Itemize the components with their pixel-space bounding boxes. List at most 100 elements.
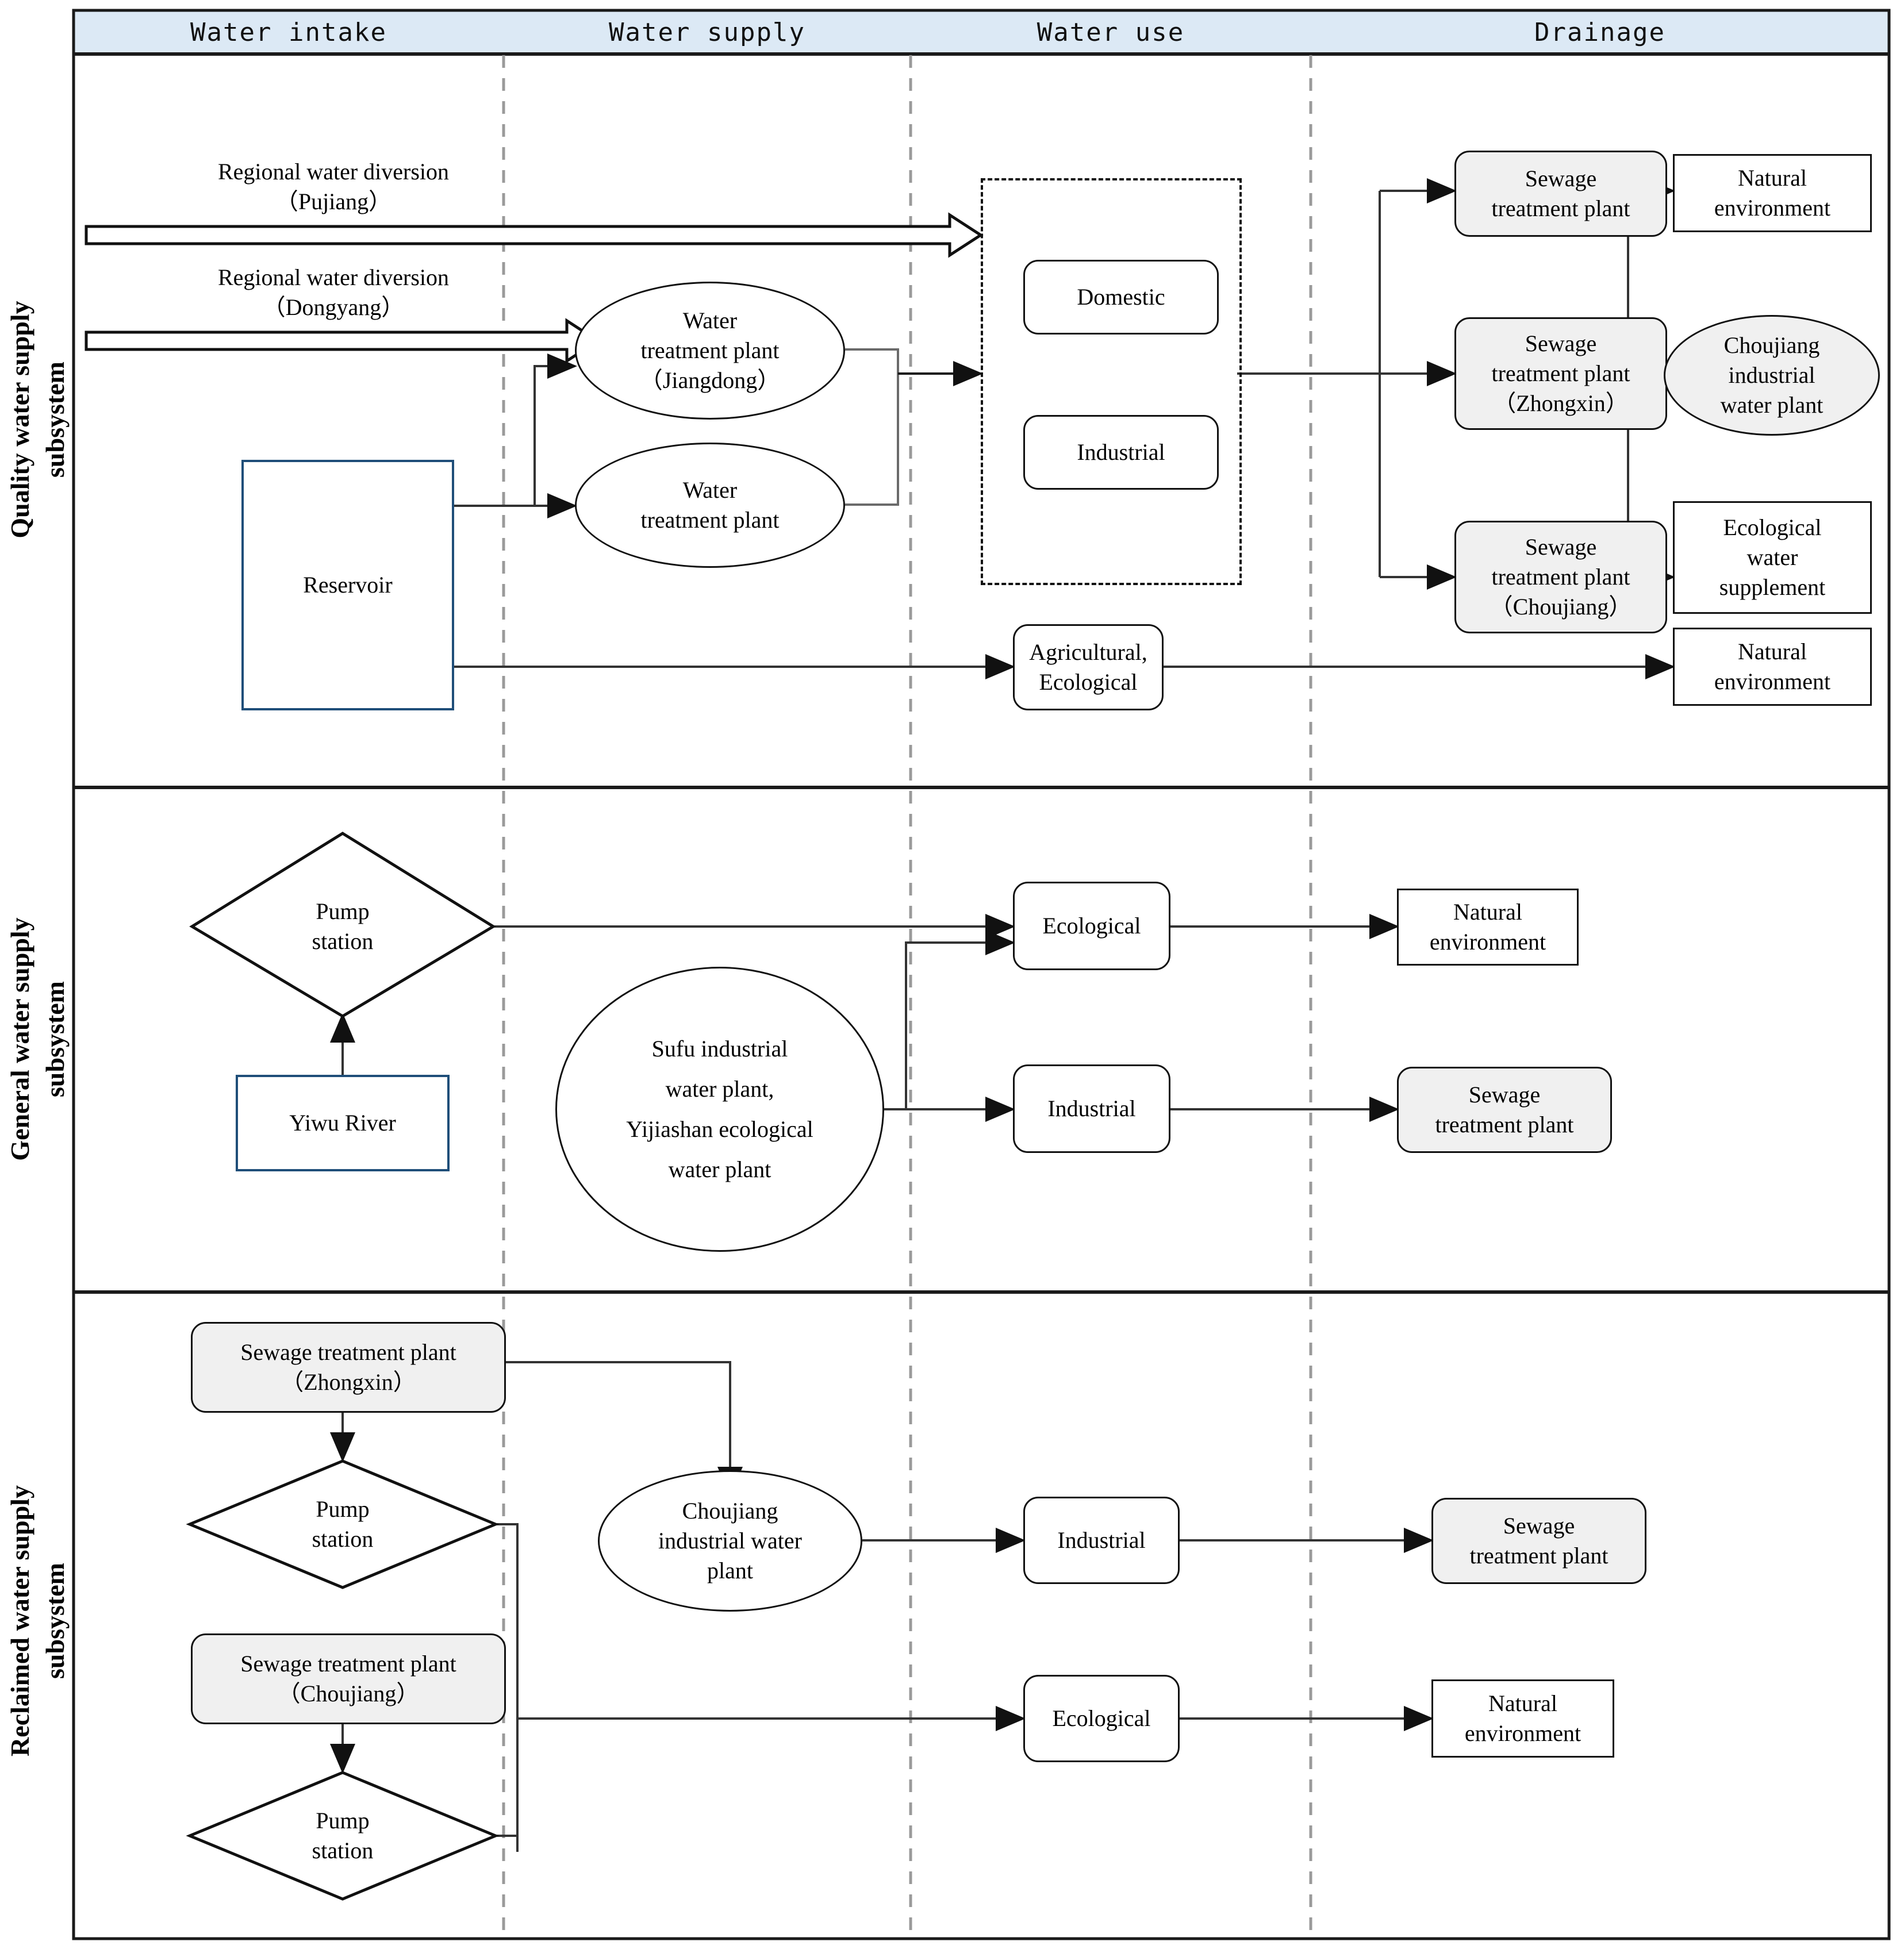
wtp-jiangdong-line3: （Jiangdong） <box>639 367 781 393</box>
agri-eco-line1: Agricultural, <box>1029 639 1147 665</box>
node-reservoir[interactable]: Reservoir <box>241 460 454 710</box>
node-industrial-label: Industrial <box>1057 1527 1146 1553</box>
natenv3-line2: environment <box>1464 1720 1581 1746</box>
column-divider-dashed <box>502 55 1312 1938</box>
stpcj-line3: （Choujiang） <box>1490 594 1632 620</box>
natenv-bot-line1: Natural <box>1738 639 1807 664</box>
node-sewage-treatment-plant-zhongxin[interactable]: Sewage treatment plant （Zhongxin） <box>1454 317 1667 430</box>
node-natural-environment-bottom[interactable]: Natural environment <box>1673 628 1872 706</box>
diversion-pujiang-line2: （Pujiang） <box>275 189 392 214</box>
block-arrow-pujiang <box>85 212 984 258</box>
node-choujiang-industrial-water-plant-reclaimed[interactable]: Choujiang industrial water plant <box>598 1470 862 1612</box>
row3-connectors <box>330 1361 1434 1852</box>
pump3bot-line1: Pump <box>316 1808 370 1833</box>
natenv-gen-line1: Natural <box>1453 899 1522 925</box>
stpcj-line2: treatment plant <box>1491 564 1630 590</box>
natenv-gen-line2: environment <box>1429 929 1546 955</box>
column-header-drainage: Drainage <box>1311 10 1889 54</box>
stpzx-line1: Sewage <box>1525 330 1597 356</box>
node-sewage-treatment-plant-choujiang[interactable]: Sewage treatment plant （Choujiang） <box>1454 521 1667 633</box>
stpzx3-line2: （Zhongxin） <box>281 1369 416 1395</box>
label-pump-station-reclaimed-bottom: Pump station <box>268 1801 417 1870</box>
pump3bot-line2: station <box>312 1837 374 1863</box>
diversion-pujiang-line1: Regional water diversion <box>217 159 450 184</box>
column-header-label: Drainage <box>1534 17 1665 47</box>
stpzx3-line1: Sewage treatment plant <box>240 1339 456 1365</box>
natenv-top-line1: Natural <box>1738 165 1807 191</box>
wtp-plain-line1: Water <box>682 477 738 503</box>
stp1-line2: treatment plant <box>1491 195 1630 221</box>
node-natural-environment-reclaimed[interactable]: Natural environment <box>1431 1679 1614 1758</box>
stp3-line2: treatment plant <box>1469 1543 1609 1569</box>
column-header-label: Water use <box>1037 17 1185 47</box>
node-agricultural-ecological[interactable]: Agricultural, Ecological <box>1013 624 1164 710</box>
stpzx-line2: treatment plant <box>1491 360 1630 386</box>
node-yiwu-river-label: Yiwu River <box>289 1110 396 1136</box>
cjplant3-line2: industrial water <box>658 1528 802 1554</box>
stp-gen-line1: Sewage <box>1468 1082 1541 1108</box>
column-header-label: Water intake <box>190 17 387 47</box>
node-stp-choujiang-reclaimed[interactable]: Sewage treatment plant （Choujiang） <box>191 1633 506 1724</box>
stpcj3-line1: Sewage treatment plant <box>240 1651 456 1677</box>
diamond-pump-station-reclaimed-top[interactable] <box>186 1459 500 1589</box>
edge-wtp-bus <box>845 348 899 506</box>
node-stp-zhongxin-reclaimed[interactable]: Sewage treatment plant （Zhongxin） <box>191 1322 506 1413</box>
node-ecological-water-supplement[interactable]: Ecological water supplement <box>1673 501 1872 614</box>
node-industrial-quality[interactable]: Industrial <box>1023 415 1219 490</box>
node-natural-environment-top[interactable]: Natural environment <box>1673 154 1872 232</box>
stpcj3-line2: （Choujiang） <box>277 1681 420 1706</box>
water-use-group-box <box>981 178 1242 585</box>
diamond-pump-station-general[interactable] <box>189 832 496 1018</box>
stpzx-line3: （Zhongxin） <box>1493 390 1629 416</box>
node-ecological-label: Ecological <box>1052 1705 1151 1731</box>
node-natural-environment-general[interactable]: Natural environment <box>1397 889 1579 966</box>
node-sewage-treatment-plant-general[interactable]: Sewage treatment plant <box>1397 1067 1612 1153</box>
column-header-water-intake: Water intake <box>74 10 505 54</box>
ecosup-line1: Ecological <box>1723 514 1822 540</box>
diversion-dongyang-line1: Regional water diversion <box>217 264 450 290</box>
node-choujiang-industrial-water-plant[interactable]: Choujiang industrial water plant <box>1664 315 1880 436</box>
node-industrial-general[interactable]: Industrial <box>1013 1064 1170 1153</box>
node-domestic-label: Domestic <box>1077 284 1165 310</box>
cjplant3-line3: plant <box>707 1558 753 1583</box>
node-industrial-label: Industrial <box>1077 439 1165 465</box>
node-ecological-general[interactable]: Ecological <box>1013 882 1170 970</box>
node-sewage-treatment-plant-1[interactable]: Sewage treatment plant <box>1454 151 1667 237</box>
stp3-line1: Sewage <box>1503 1513 1575 1539</box>
pump3top-line1: Pump <box>316 1496 370 1522</box>
node-sewage-treatment-plant-reclaimed[interactable]: Sewage treatment plant <box>1431 1498 1646 1584</box>
diamond-pump-station-reclaimed-bottom[interactable] <box>186 1771 500 1901</box>
node-water-treatment-plant[interactable]: Water treatment plant <box>575 443 845 568</box>
ecosup-line2: water <box>1746 544 1798 570</box>
edge-stpzx-to-choujiangplant <box>506 1361 743 1497</box>
cjplant-line2: industrial <box>1728 362 1815 388</box>
pump3top-line2: station <box>312 1526 374 1552</box>
node-water-treatment-plant-jiangdong[interactable]: Water treatment plant （Jiangdong） <box>575 282 845 420</box>
label-diversion-pujiang: Regional water diversion （Pujiang） <box>172 155 494 218</box>
column-header-water-use: Water use <box>911 10 1312 54</box>
wtp-jiangdong-line2: treatment plant <box>640 337 780 363</box>
node-domestic[interactable]: Domestic <box>1023 260 1219 335</box>
wtp-plain-line2: treatment plant <box>640 507 780 533</box>
label-pump-station-reclaimed-top: Pump station <box>268 1490 417 1559</box>
cjplant-line1: Choujiang <box>1723 332 1820 358</box>
row2-connectors <box>330 914 1399 1122</box>
plants-line1: Sufu industrial <box>651 1036 788 1062</box>
node-sufu-yijiashan-plants[interactable]: Sufu industrial water plant, Yijiashan e… <box>555 967 884 1252</box>
agri-eco-line2: Ecological <box>1039 669 1138 695</box>
natenv3-line1: Natural <box>1488 1690 1557 1716</box>
node-ecological-reclaimed[interactable]: Ecological <box>1023 1675 1180 1762</box>
cjplant-line3: water plant <box>1720 392 1824 418</box>
node-yiwu-river[interactable]: Yiwu River <box>236 1075 450 1171</box>
plants-line4: water plant <box>668 1156 771 1182</box>
diversion-dongyang-line2: （Dongyang） <box>262 294 405 320</box>
node-industrial-reclaimed[interactable]: Industrial <box>1023 1497 1180 1584</box>
stp1-line1: Sewage <box>1525 166 1597 191</box>
cjplant3-line1: Choujiang <box>682 1498 778 1524</box>
stp-gen-line2: treatment plant <box>1435 1112 1574 1137</box>
stpcj-line1: Sewage <box>1525 534 1597 560</box>
